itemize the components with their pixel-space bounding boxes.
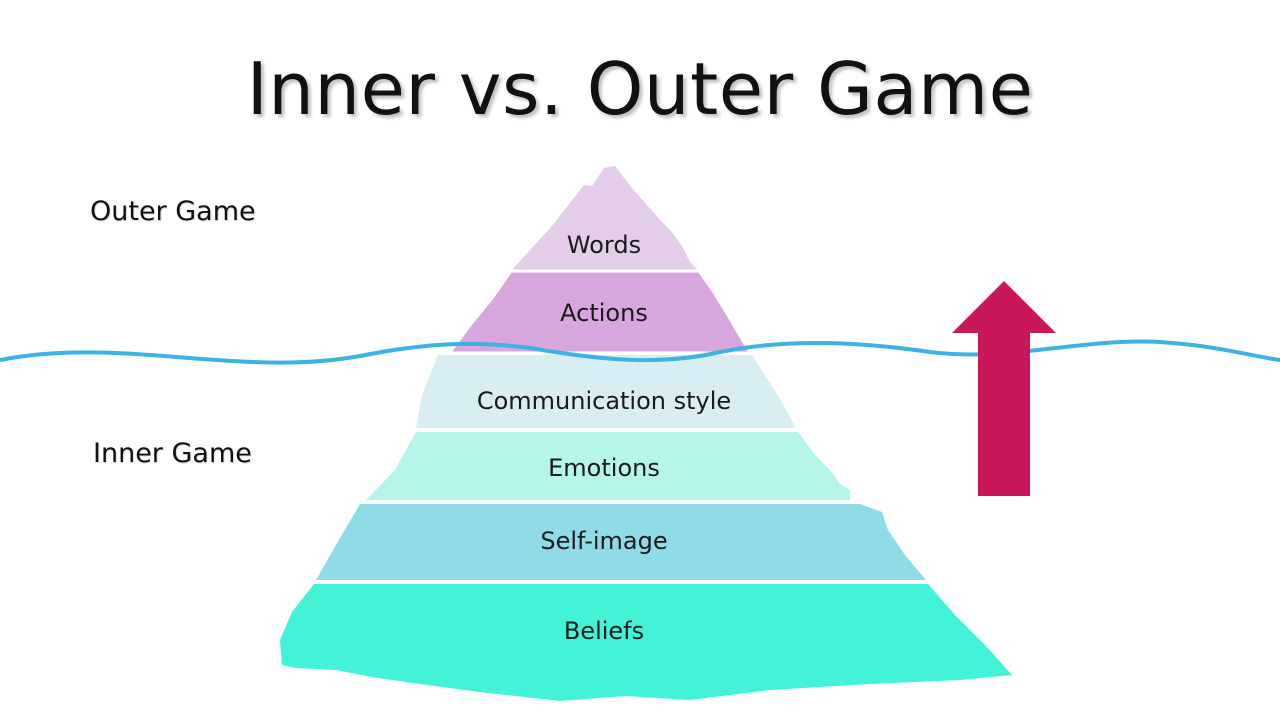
layer-label-words: Words bbox=[567, 231, 641, 259]
layer-label-emotions: Emotions bbox=[548, 454, 660, 482]
layer-label-communication-style: Communication style bbox=[477, 387, 731, 415]
layer-label-beliefs: Beliefs bbox=[564, 617, 644, 645]
layer-beliefs bbox=[280, 584, 1012, 701]
layer-label-actions: Actions bbox=[560, 299, 648, 327]
up-arrow-icon bbox=[952, 281, 1056, 496]
layer-label-self-image: Self-image bbox=[540, 527, 667, 555]
